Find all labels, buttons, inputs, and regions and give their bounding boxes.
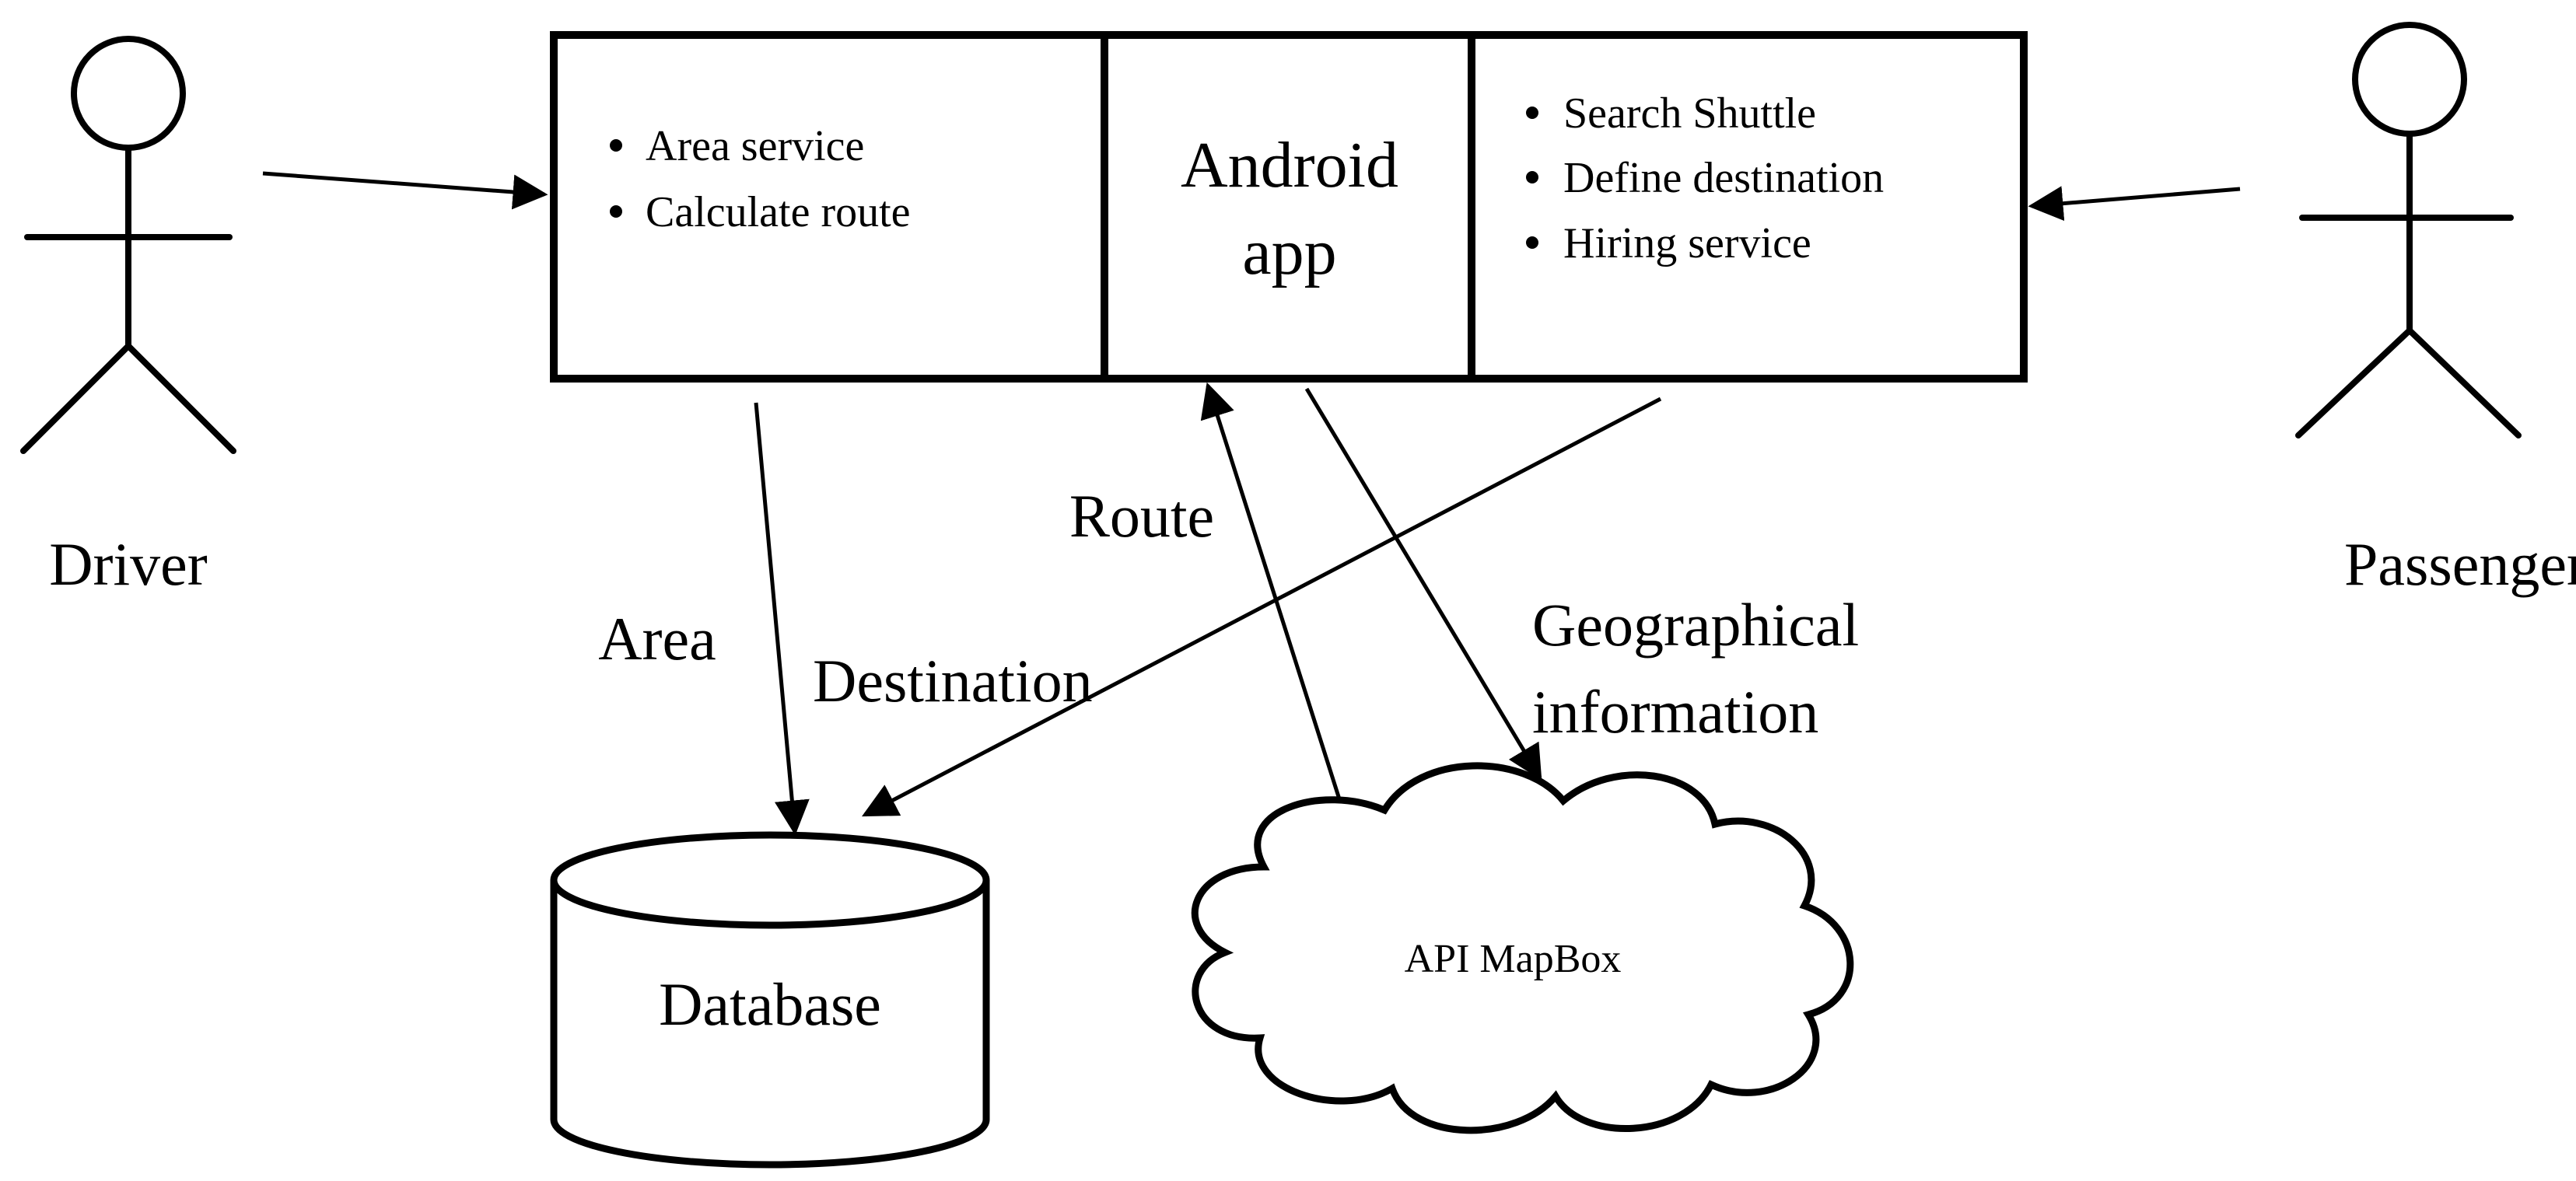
api-mapbox-label: API MapBox [1405,937,1622,981]
database-label: Database [659,970,881,1038]
destination-flow-arrow [862,397,1662,817]
passenger-feature-item: Search Shuttle [1563,89,1816,138]
passenger-head [2352,22,2467,137]
android-app-label-line2: app [1242,216,1336,288]
passenger-actor [2295,22,2522,439]
destination-flow-label: Destination [813,647,1093,715]
geo-info-flow-label-line2: information [1532,678,1818,746]
passenger-feature-item: Define destination [1563,154,1884,202]
passenger-feature-item: Hiring service [1563,219,1811,267]
database-shape [550,831,990,1169]
api-cloud-shape [1191,762,1854,1134]
system-box [550,31,2028,383]
passenger-left-leg [2295,327,2413,439]
database-top [550,831,990,929]
driver-actor [20,36,236,454]
passenger-feature-list: Search Shuttle Define destination Hiring… [1526,89,1884,267]
bullet-icon [610,205,622,218]
area-flow-label: Area [598,605,716,673]
driver-feature-list: Area service Calculate route [610,122,911,236]
driver-label: Driver [49,530,208,598]
driver-right-leg [125,343,236,454]
bullet-icon [1526,107,1538,119]
database-body [550,880,990,1169]
geo-info-flow-label-line1: Geographical [1532,591,1859,659]
bullet-icon [1526,171,1538,183]
cloud-outline [1191,762,1854,1134]
system-outline [550,31,2028,383]
driver-feature-item: Calculate route [646,188,911,236]
driver-feature-item: Area service [646,122,864,170]
driver-head [71,36,186,151]
area-flow-arrow [754,402,810,836]
driver-to-system-arrow [262,171,548,210]
passenger-to-system-arrow [2028,186,2241,222]
geo-info-flow-arrow [1304,387,1542,781]
passenger-label: Passenger [2344,530,2576,598]
route-flow-arrow [1200,382,1348,819]
driver-left-leg [20,343,131,454]
bullet-icon [1526,236,1538,249]
bullet-icon [610,139,622,152]
android-app-label-line1: Android [1181,129,1398,201]
passenger-right-leg [2406,327,2522,439]
route-flow-label: Route [1069,482,1214,550]
